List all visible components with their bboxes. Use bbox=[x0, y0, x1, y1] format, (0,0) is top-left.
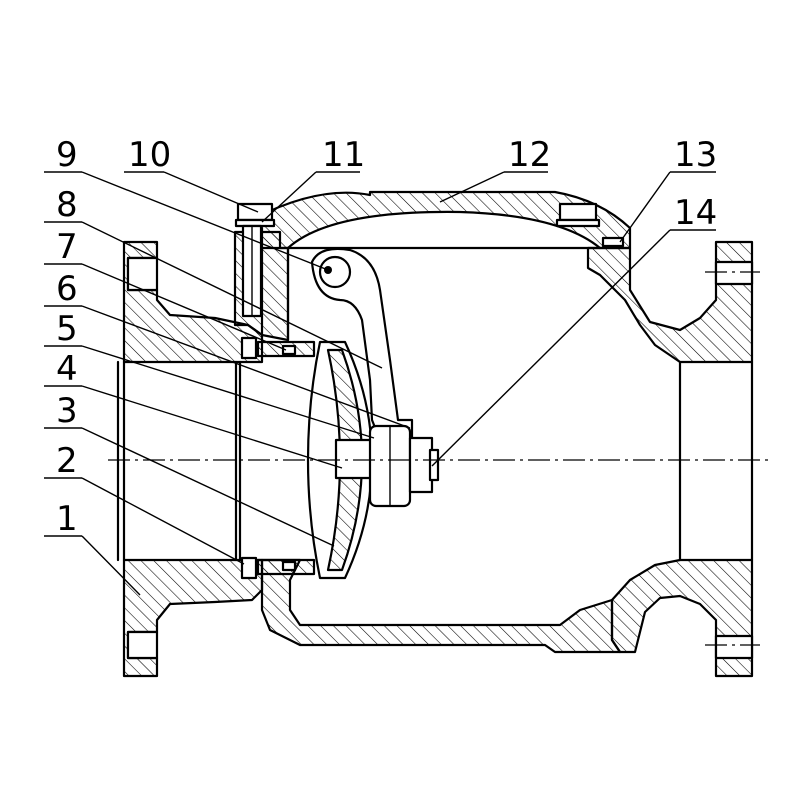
callout-label-4: 4 bbox=[56, 349, 78, 389]
callout-14: 14 bbox=[431, 193, 717, 467]
disc-fastener bbox=[334, 424, 440, 508]
callout-label-10: 10 bbox=[128, 135, 171, 175]
callout-4: 4 bbox=[44, 349, 343, 469]
callout-2: 2 bbox=[44, 441, 245, 565]
callout-label-5: 5 bbox=[56, 309, 78, 349]
hinge-arm bbox=[310, 247, 414, 442]
callout-label-3: 3 bbox=[56, 391, 78, 431]
callout-3: 3 bbox=[44, 391, 335, 547]
callout-12: 12 bbox=[439, 135, 551, 203]
body-right-flange bbox=[586, 240, 754, 678]
callout-5: 5 bbox=[44, 309, 375, 439]
seat-ring-upper bbox=[240, 336, 316, 360]
hinge-pin bbox=[318, 255, 352, 289]
callout-label-6: 6 bbox=[56, 269, 78, 309]
callout-10: 10 bbox=[124, 135, 259, 213]
callout-1: 1 bbox=[44, 499, 141, 596]
callout-label-2: 2 bbox=[56, 441, 78, 481]
callout-11: 11 bbox=[261, 135, 365, 223]
callout-label-14: 14 bbox=[674, 193, 717, 233]
callout-label-11: 11 bbox=[322, 135, 365, 175]
callout-label-9: 9 bbox=[56, 135, 78, 175]
body-left-section bbox=[116, 240, 264, 678]
callout-label-1: 1 bbox=[56, 499, 78, 539]
callout-8: 8 bbox=[44, 185, 383, 369]
callout-label-12: 12 bbox=[508, 135, 551, 175]
seat-ring-lower bbox=[240, 556, 316, 580]
callout-label-13: 13 bbox=[674, 135, 717, 175]
callout-label-8: 8 bbox=[56, 185, 78, 225]
callout-label-7: 7 bbox=[56, 227, 78, 267]
bonnet-bolt-right bbox=[555, 202, 625, 248]
callout-7: 7 bbox=[44, 227, 287, 351]
callout-6: 6 bbox=[44, 269, 411, 429]
callout-9: 9 bbox=[44, 135, 329, 271]
callout-13: 13 bbox=[619, 135, 717, 243]
